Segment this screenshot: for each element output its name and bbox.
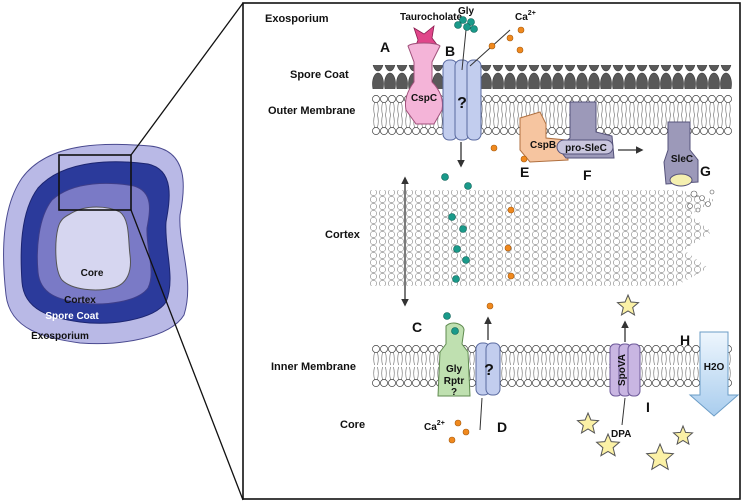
dpa-star bbox=[616, 293, 640, 316]
gly-dots bbox=[441, 16, 478, 335]
region-label-spore-coat: Spore Coat bbox=[290, 69, 349, 81]
channel-d bbox=[475, 342, 501, 396]
channel-d-pointer bbox=[479, 397, 483, 431]
letter-a: A bbox=[380, 39, 390, 55]
whole-spore: Core Cortex Spore Coat Exosporium bbox=[2, 143, 189, 345]
gly-label: Gly bbox=[458, 6, 475, 17]
letter-b: B bbox=[445, 43, 455, 59]
ca-label-top: Ca2+ bbox=[515, 10, 536, 23]
cortex-mesh bbox=[370, 190, 715, 286]
region-label-inner-membrane: Inner Membrane bbox=[271, 361, 356, 373]
pro-slec-pro-domain bbox=[556, 139, 614, 155]
letter-h: H bbox=[680, 332, 690, 348]
letter-g: G bbox=[700, 163, 711, 179]
letter-i: I bbox=[646, 399, 650, 415]
channel-b-unknown: ? bbox=[457, 95, 467, 112]
spore-coat-label: Spore Coat bbox=[45, 311, 99, 322]
spova-label: SpoVA bbox=[617, 354, 628, 386]
inner-membrane bbox=[372, 345, 732, 387]
dpa-stars bbox=[576, 293, 694, 471]
ca-dots bbox=[448, 26, 528, 444]
cspb-label: CspB bbox=[530, 140, 556, 151]
gly-receptor-label-1: Gly bbox=[446, 364, 463, 375]
slec-protein bbox=[663, 121, 699, 185]
cspc-label: CspC bbox=[411, 93, 437, 104]
region-label-cortex: Cortex bbox=[325, 229, 361, 241]
channel-d-unknown: ? bbox=[484, 362, 494, 379]
zoom-connector-bottom bbox=[130, 209, 244, 501]
region-label-outer-membrane: Outer Membrane bbox=[268, 105, 355, 117]
dpa-star bbox=[576, 411, 600, 434]
region-label-exosporium: Exosporium bbox=[265, 13, 329, 25]
spova-pointer bbox=[621, 397, 626, 426]
gly-receptor-protein bbox=[437, 322, 471, 397]
gly-receptor-label-3: ? bbox=[451, 387, 457, 398]
dpa-star bbox=[672, 424, 694, 446]
gly-receptor-label-2: Rptr bbox=[444, 376, 465, 387]
ca-label-core: Ca2+ bbox=[424, 420, 445, 433]
letter-e: E bbox=[520, 164, 529, 180]
pro-slec-label: pro-SleC bbox=[565, 143, 607, 154]
dpa-label: DPA bbox=[611, 429, 631, 440]
dpa-star bbox=[595, 432, 621, 457]
letter-f: F bbox=[583, 167, 592, 183]
cortex-fragments bbox=[687, 189, 715, 213]
dpa-star bbox=[645, 442, 675, 471]
taurocholate-label: Taurocholate bbox=[400, 12, 462, 23]
spova-channel bbox=[609, 343, 641, 397]
core-label: Core bbox=[81, 268, 104, 279]
channel-b bbox=[442, 59, 482, 141]
zoom-connector-top bbox=[130, 2, 244, 156]
slec-active-site bbox=[669, 173, 693, 187]
letter-d: D bbox=[497, 419, 507, 435]
cortex-label: Cortex bbox=[64, 295, 96, 306]
core-layer bbox=[55, 206, 131, 291]
cspc-protein bbox=[405, 42, 443, 125]
zoom-region-box bbox=[58, 154, 132, 211]
h2o-label: H2O bbox=[704, 362, 725, 373]
letter-c: C bbox=[412, 319, 422, 335]
region-label-core: Core bbox=[340, 419, 365, 431]
water-influx-arrow bbox=[688, 331, 740, 417]
gly-entry-line bbox=[461, 29, 467, 71]
exosporium-label: Exosporium bbox=[31, 331, 89, 342]
slec-label: SleC bbox=[671, 154, 693, 165]
